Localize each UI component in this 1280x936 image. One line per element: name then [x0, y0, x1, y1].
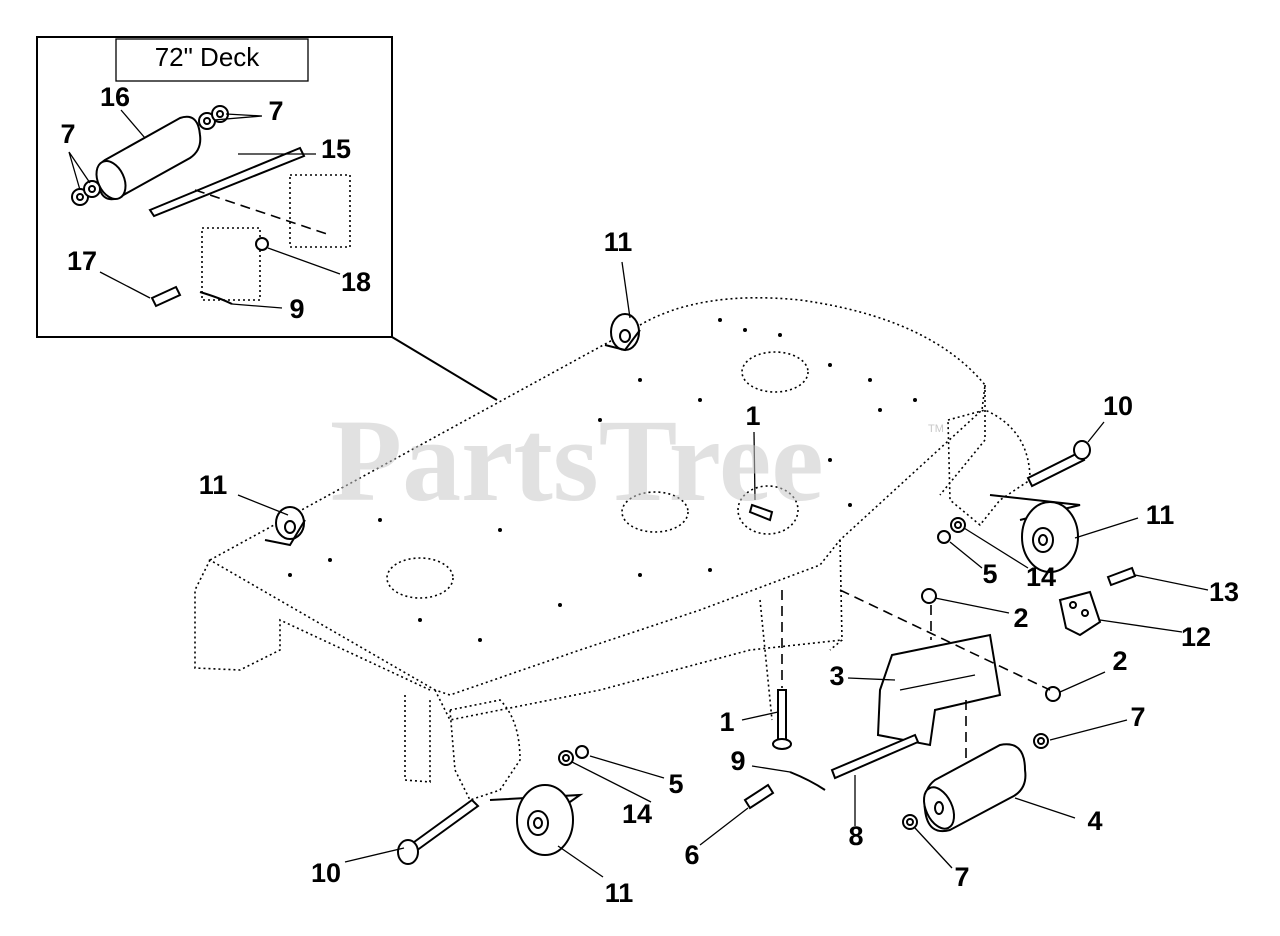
left-bolt: [408, 798, 480, 853]
callout-14[interactable]: 14: [622, 799, 652, 829]
bolt-6: [743, 783, 775, 810]
callout-13[interactable]: 13: [1209, 577, 1239, 607]
roller-bracket: [876, 633, 1002, 747]
inset-shaft: [148, 146, 306, 218]
inset-title: 72" Deck: [155, 42, 261, 72]
deck-boss: [737, 485, 799, 535]
hair-pin: [789, 771, 826, 791]
inset-title-box: [115, 38, 309, 82]
callout-2[interactable]: 2: [1013, 603, 1028, 633]
roller-shaft: [830, 733, 920, 780]
bolt-bottom: [777, 689, 787, 743]
inset-pin: [199, 291, 233, 305]
callout-11[interactable]: 11: [1146, 500, 1175, 530]
mower-deck: [194, 296, 986, 783]
callout-8[interactable]: 8: [848, 821, 863, 851]
callout-4[interactable]: 4: [1087, 806, 1102, 836]
inset-plate-right: [289, 174, 351, 248]
callout-10[interactable]: 10: [311, 858, 341, 888]
leader-lines: [237, 261, 1209, 878]
watermark: PartsTree: [330, 395, 824, 526]
callout-11[interactable]: 11: [605, 878, 634, 908]
callout-7[interactable]: 7: [954, 862, 969, 892]
inset-connector: [391, 336, 498, 401]
deck-left-skirt: [194, 559, 431, 691]
nut-left: [575, 745, 589, 759]
inset-bolt: [150, 285, 182, 308]
callout-10[interactable]: 10: [1103, 391, 1133, 421]
callout-9[interactable]: 9: [730, 746, 745, 776]
bolt-13: [1106, 566, 1137, 587]
callout-7[interactable]: 7: [60, 119, 75, 149]
callout-11[interactable]: 11: [604, 227, 633, 257]
inset-washers-right: [198, 105, 229, 130]
callout-15[interactable]: 15: [321, 134, 351, 164]
callout-9[interactable]: 9: [289, 294, 304, 324]
callout-16[interactable]: 16: [100, 82, 130, 112]
callout-5[interactable]: 5: [668, 769, 683, 799]
callout-labels: 16 7 7 15 17 18 9 11 11 11 11 1 1 10 10 …: [60, 82, 1239, 908]
spindle-opening-right: [741, 351, 809, 393]
deck-holes: [288, 318, 917, 642]
roller-mount-left: [264, 506, 306, 547]
callout-2[interactable]: 2: [1112, 646, 1127, 676]
callout-3[interactable]: 3: [829, 661, 844, 691]
inset-72-deck: 72" Deck: [36, 36, 393, 338]
callout-12[interactable]: 12: [1181, 622, 1211, 652]
mount-plate: [1058, 590, 1102, 637]
right-wheel-assembly: [947, 409, 1091, 573]
callout-1[interactable]: 1: [719, 707, 734, 737]
callout-5[interactable]: 5: [982, 559, 997, 589]
inset-nut: [255, 237, 269, 251]
deck-right-wall: [829, 385, 986, 651]
roller-mount-top: [604, 313, 641, 352]
deck-front-skirt: [434, 639, 843, 721]
deck-left-gusset: [404, 695, 431, 783]
callout-1[interactable]: 1: [745, 401, 760, 431]
watermark-trademark: TM: [928, 423, 944, 435]
callout-17[interactable]: 17: [67, 246, 97, 276]
inset-washers-left: [71, 180, 101, 206]
callout-18[interactable]: 18: [341, 267, 371, 297]
inset-frame: [36, 36, 393, 338]
left-wheel-assembly: [397, 699, 584, 865]
deck-top-outline: [208, 296, 986, 696]
nut-right: [937, 530, 951, 544]
callout-6[interactable]: 6: [684, 840, 699, 870]
spindle-opening-left: [386, 557, 454, 599]
inset-centerline: [194, 189, 331, 236]
nut-2-top: [921, 588, 937, 604]
callout-7[interactable]: 7: [268, 96, 283, 126]
inset-roller: [95, 115, 202, 201]
bolt-top: [748, 503, 774, 522]
callout-7[interactable]: 7: [1130, 702, 1145, 732]
inset-plate-left: [201, 227, 261, 301]
right-bolt: [1026, 450, 1086, 488]
callout-11[interactable]: 11: [199, 470, 228, 500]
spindle-opening-center: [621, 491, 689, 533]
callout-14[interactable]: 14: [1026, 562, 1056, 592]
